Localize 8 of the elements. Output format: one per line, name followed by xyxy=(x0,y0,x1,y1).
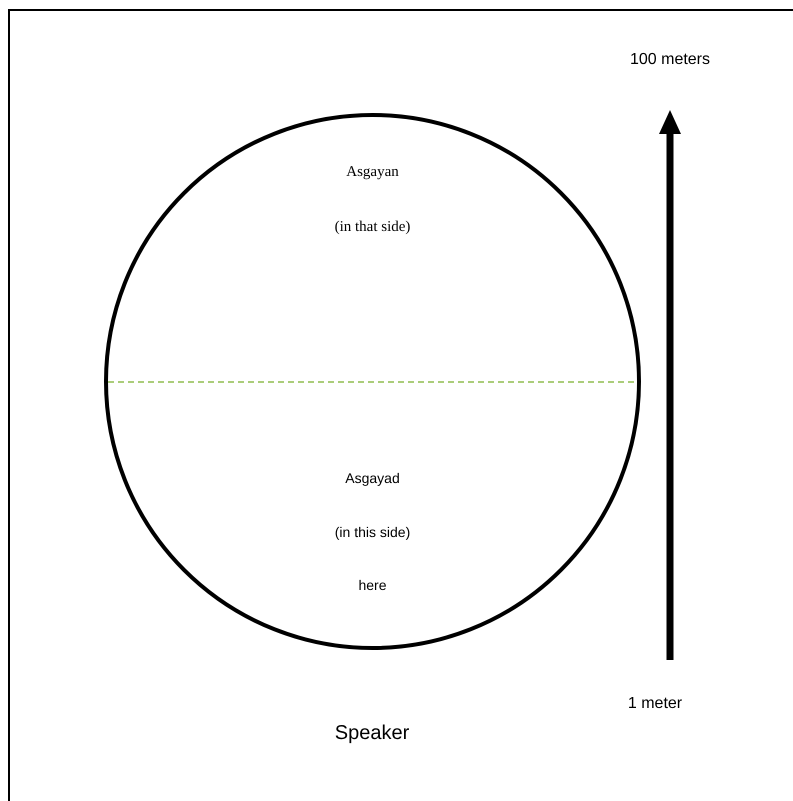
circle-text: (in that side) xyxy=(334,218,410,237)
scale-label: 1 meter xyxy=(626,694,684,714)
circle-text: here xyxy=(358,576,387,595)
circle-text: (in this side) xyxy=(334,523,410,542)
circle-text: Asgayad xyxy=(345,469,400,488)
scale-label: 100 meters xyxy=(628,50,712,70)
circle-text: Asgayan xyxy=(346,163,399,182)
caption-text: Speaker xyxy=(334,721,410,746)
